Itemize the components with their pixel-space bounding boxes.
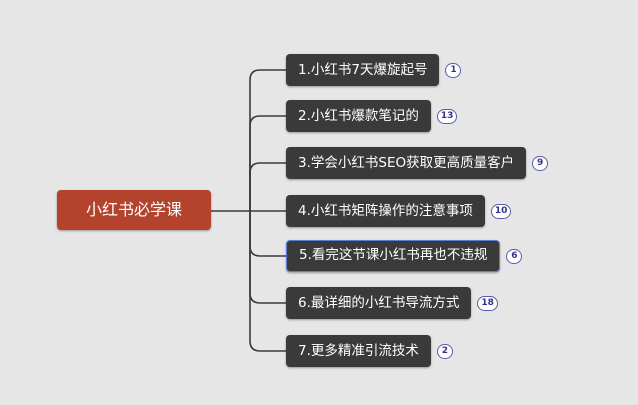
count-badge-7[interactable]: 2 — [436, 343, 453, 359]
connector-branch-3 — [249, 162, 286, 211]
count-badge-3[interactable]: 9 — [532, 155, 549, 171]
connector-branch-6 — [249, 211, 286, 304]
branch-row-7: 7.更多精准引流技术 2 — [286, 335, 453, 367]
branch-node-6[interactable]: 6.最详细的小红书导流方式 — [286, 287, 472, 319]
branch-node-3[interactable]: 3.学会小红书SEO获取更高质量客户 — [286, 147, 527, 179]
connector-branch-1 — [249, 69, 286, 211]
count-badge-6[interactable]: 18 — [477, 295, 498, 311]
branch-node-2[interactable]: 2.小红书爆款笔记的 — [286, 100, 431, 132]
branch-row-5: 5.看完这节课小红书再也不违规 6 — [286, 240, 523, 272]
count-badge-5[interactable]: 6 — [506, 248, 523, 264]
branch-node-5-selected[interactable]: 5.看完这节课小红书再也不违规 — [286, 240, 501, 272]
branch-row-2: 2.小红书爆款笔记的 13 — [286, 100, 458, 132]
count-badge-4[interactable]: 10 — [490, 203, 512, 219]
connector-branch-7 — [249, 211, 286, 352]
branch-node-7[interactable]: 7.更多精准引流技术 — [286, 335, 431, 367]
branch-row-1: 1.小红书7天爆旋起号 1 — [286, 54, 462, 86]
branch-row-6: 6.最详细的小红书导流方式 18 — [286, 287, 498, 319]
branch-node-4[interactable]: 4.小红书矩阵操作的注意事项 — [286, 195, 485, 227]
central-topic-node[interactable]: 小红书必学课 — [57, 190, 211, 230]
connector-branch-2 — [249, 115, 286, 211]
count-badge-2[interactable]: 13 — [436, 108, 458, 124]
branch-row-4: 4.小红书矩阵操作的注意事项 10 — [286, 195, 512, 227]
branch-node-1[interactable]: 1.小红书7天爆旋起号 — [286, 54, 440, 86]
count-badge-1[interactable]: 1 — [445, 62, 462, 78]
connector-branch-5 — [249, 211, 286, 257]
branch-row-3: 3.学会小红书SEO获取更高质量客户 9 — [286, 147, 549, 179]
